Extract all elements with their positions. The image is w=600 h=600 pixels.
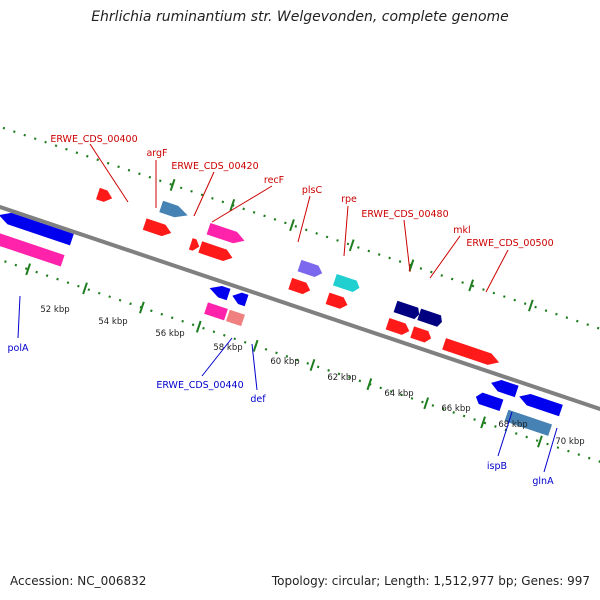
scale-label: 60 kbp	[270, 357, 299, 367]
cds-feature-steel[interactable]	[504, 409, 553, 436]
scale-label: 52 kbp	[40, 305, 69, 315]
gene-label-glnA[interactable]: glnA	[532, 476, 554, 487]
gene-label-polA[interactable]: polA	[8, 343, 29, 354]
cds-feature-red[interactable]	[288, 277, 312, 296]
cds-feature-red[interactable]	[410, 326, 433, 344]
cds-feature-red[interactable]	[142, 218, 173, 238]
label-leader	[193, 171, 215, 217]
gene-argF-feature[interactable]	[159, 200, 189, 221]
gene-label-ERWE_CDS_00400[interactable]: ERWE_CDS_00400	[50, 134, 137, 145]
inner-major-tick	[82, 282, 88, 295]
cds-feature-red[interactable]	[325, 292, 350, 311]
cds-feature-magenta[interactable]	[0, 231, 65, 267]
label-leader	[211, 185, 273, 223]
map-title: Ehrlichia ruminantium str. Welgevonden, …	[91, 9, 509, 25]
gene-rpe-feature[interactable]	[332, 273, 361, 294]
gene-label-rpe[interactable]: rpe	[341, 194, 357, 205]
scale-label: 70 kbp	[555, 437, 584, 447]
gene-label-ERWE_CDS_00440[interactable]: ERWE_CDS_00440	[156, 380, 243, 391]
gene-ERWE_CDS_00480-feature[interactable]	[393, 300, 422, 320]
cds-feature-salmon[interactable]	[225, 309, 245, 327]
label-leader	[297, 195, 311, 243]
gene-plsC-feature[interactable]	[297, 259, 325, 279]
gene-def-feature[interactable]	[230, 290, 249, 307]
gene-label-ERWE_CDS_00420[interactable]: ERWE_CDS_00420	[171, 161, 258, 172]
gene-ERWE_CDS_00440-feature[interactable]	[208, 282, 231, 301]
label-leader	[251, 343, 258, 391]
inner-major-tick	[309, 358, 316, 371]
outer-major-tick	[229, 199, 236, 212]
inner-major-tick	[195, 320, 202, 333]
gene-label-plsC[interactable]: plsC	[302, 185, 323, 196]
outer-major-tick	[169, 178, 176, 191]
inner-major-tick	[423, 397, 430, 410]
cds-feature-blue[interactable]	[474, 391, 504, 412]
gene-label-recF[interactable]: recF	[264, 175, 284, 186]
cds-feature-red[interactable]	[385, 318, 412, 337]
inner-major-tick	[139, 301, 145, 314]
label-leader	[543, 427, 558, 473]
gene-recF-feature[interactable]	[198, 241, 234, 263]
gene-label-ispB[interactable]: ispB	[487, 461, 507, 472]
gene-label-ERWE_CDS_00500[interactable]: ERWE_CDS_00500	[466, 238, 553, 249]
label-leader	[429, 235, 461, 279]
gene-label-argF[interactable]: argF	[146, 148, 167, 159]
gene-label-ERWE_CDS_00480[interactable]: ERWE_CDS_00480	[361, 209, 448, 220]
outer-major-tick	[468, 279, 475, 292]
label-leader	[17, 295, 21, 339]
gene-ERWE_CDS_00500-feature[interactable]	[442, 338, 501, 368]
gene-ERWE_CDS_00420-feature[interactable]	[206, 222, 247, 246]
inner-major-tick	[366, 378, 373, 391]
cds-feature-red[interactable]	[188, 238, 201, 252]
outer-major-tick	[348, 239, 355, 252]
label-leader	[497, 411, 513, 457]
scale-label: 64 kbp	[384, 389, 413, 399]
label-leader	[485, 249, 509, 293]
genome-backbone	[0, 159, 600, 457]
inner-major-tick	[25, 263, 32, 276]
scale-label: 58 kbp	[213, 343, 242, 353]
gene-ispB-feature[interactable]	[489, 377, 519, 398]
outer-major-tick	[527, 299, 534, 312]
scale-label: 56 kbp	[155, 329, 184, 339]
inner-dotted-track	[0, 207, 600, 504]
accession-text: Accession: NC_006832	[10, 574, 147, 588]
gene-label-def[interactable]: def	[250, 394, 266, 405]
outer-major-tick	[289, 219, 295, 232]
genome-summary-text: Topology: circular; Length: 1,512,977 bp…	[271, 574, 590, 588]
inner-major-tick	[537, 435, 543, 448]
scale-label: 62 kbp	[327, 373, 356, 383]
gene-label-mkl[interactable]: mkl	[453, 225, 470, 236]
label-leader	[89, 143, 129, 203]
scale-label: 68 kbp	[498, 420, 527, 430]
gene-mkl-feature[interactable]	[417, 308, 444, 328]
gene-polA-feature[interactable]	[0, 209, 74, 246]
inner-major-tick	[480, 416, 486, 429]
scale-label: 66 kbp	[441, 404, 470, 414]
label-leader	[201, 337, 233, 377]
gene-ERWE_CDS_00400-feature[interactable]	[96, 187, 114, 204]
scale-label: 54 kbp	[98, 317, 127, 327]
label-leader	[403, 219, 411, 273]
cds-feature-magenta[interactable]	[204, 302, 228, 321]
label-leader	[343, 205, 349, 257]
inner-major-tick	[252, 339, 259, 352]
gene-glnA-feature[interactable]	[517, 391, 563, 417]
